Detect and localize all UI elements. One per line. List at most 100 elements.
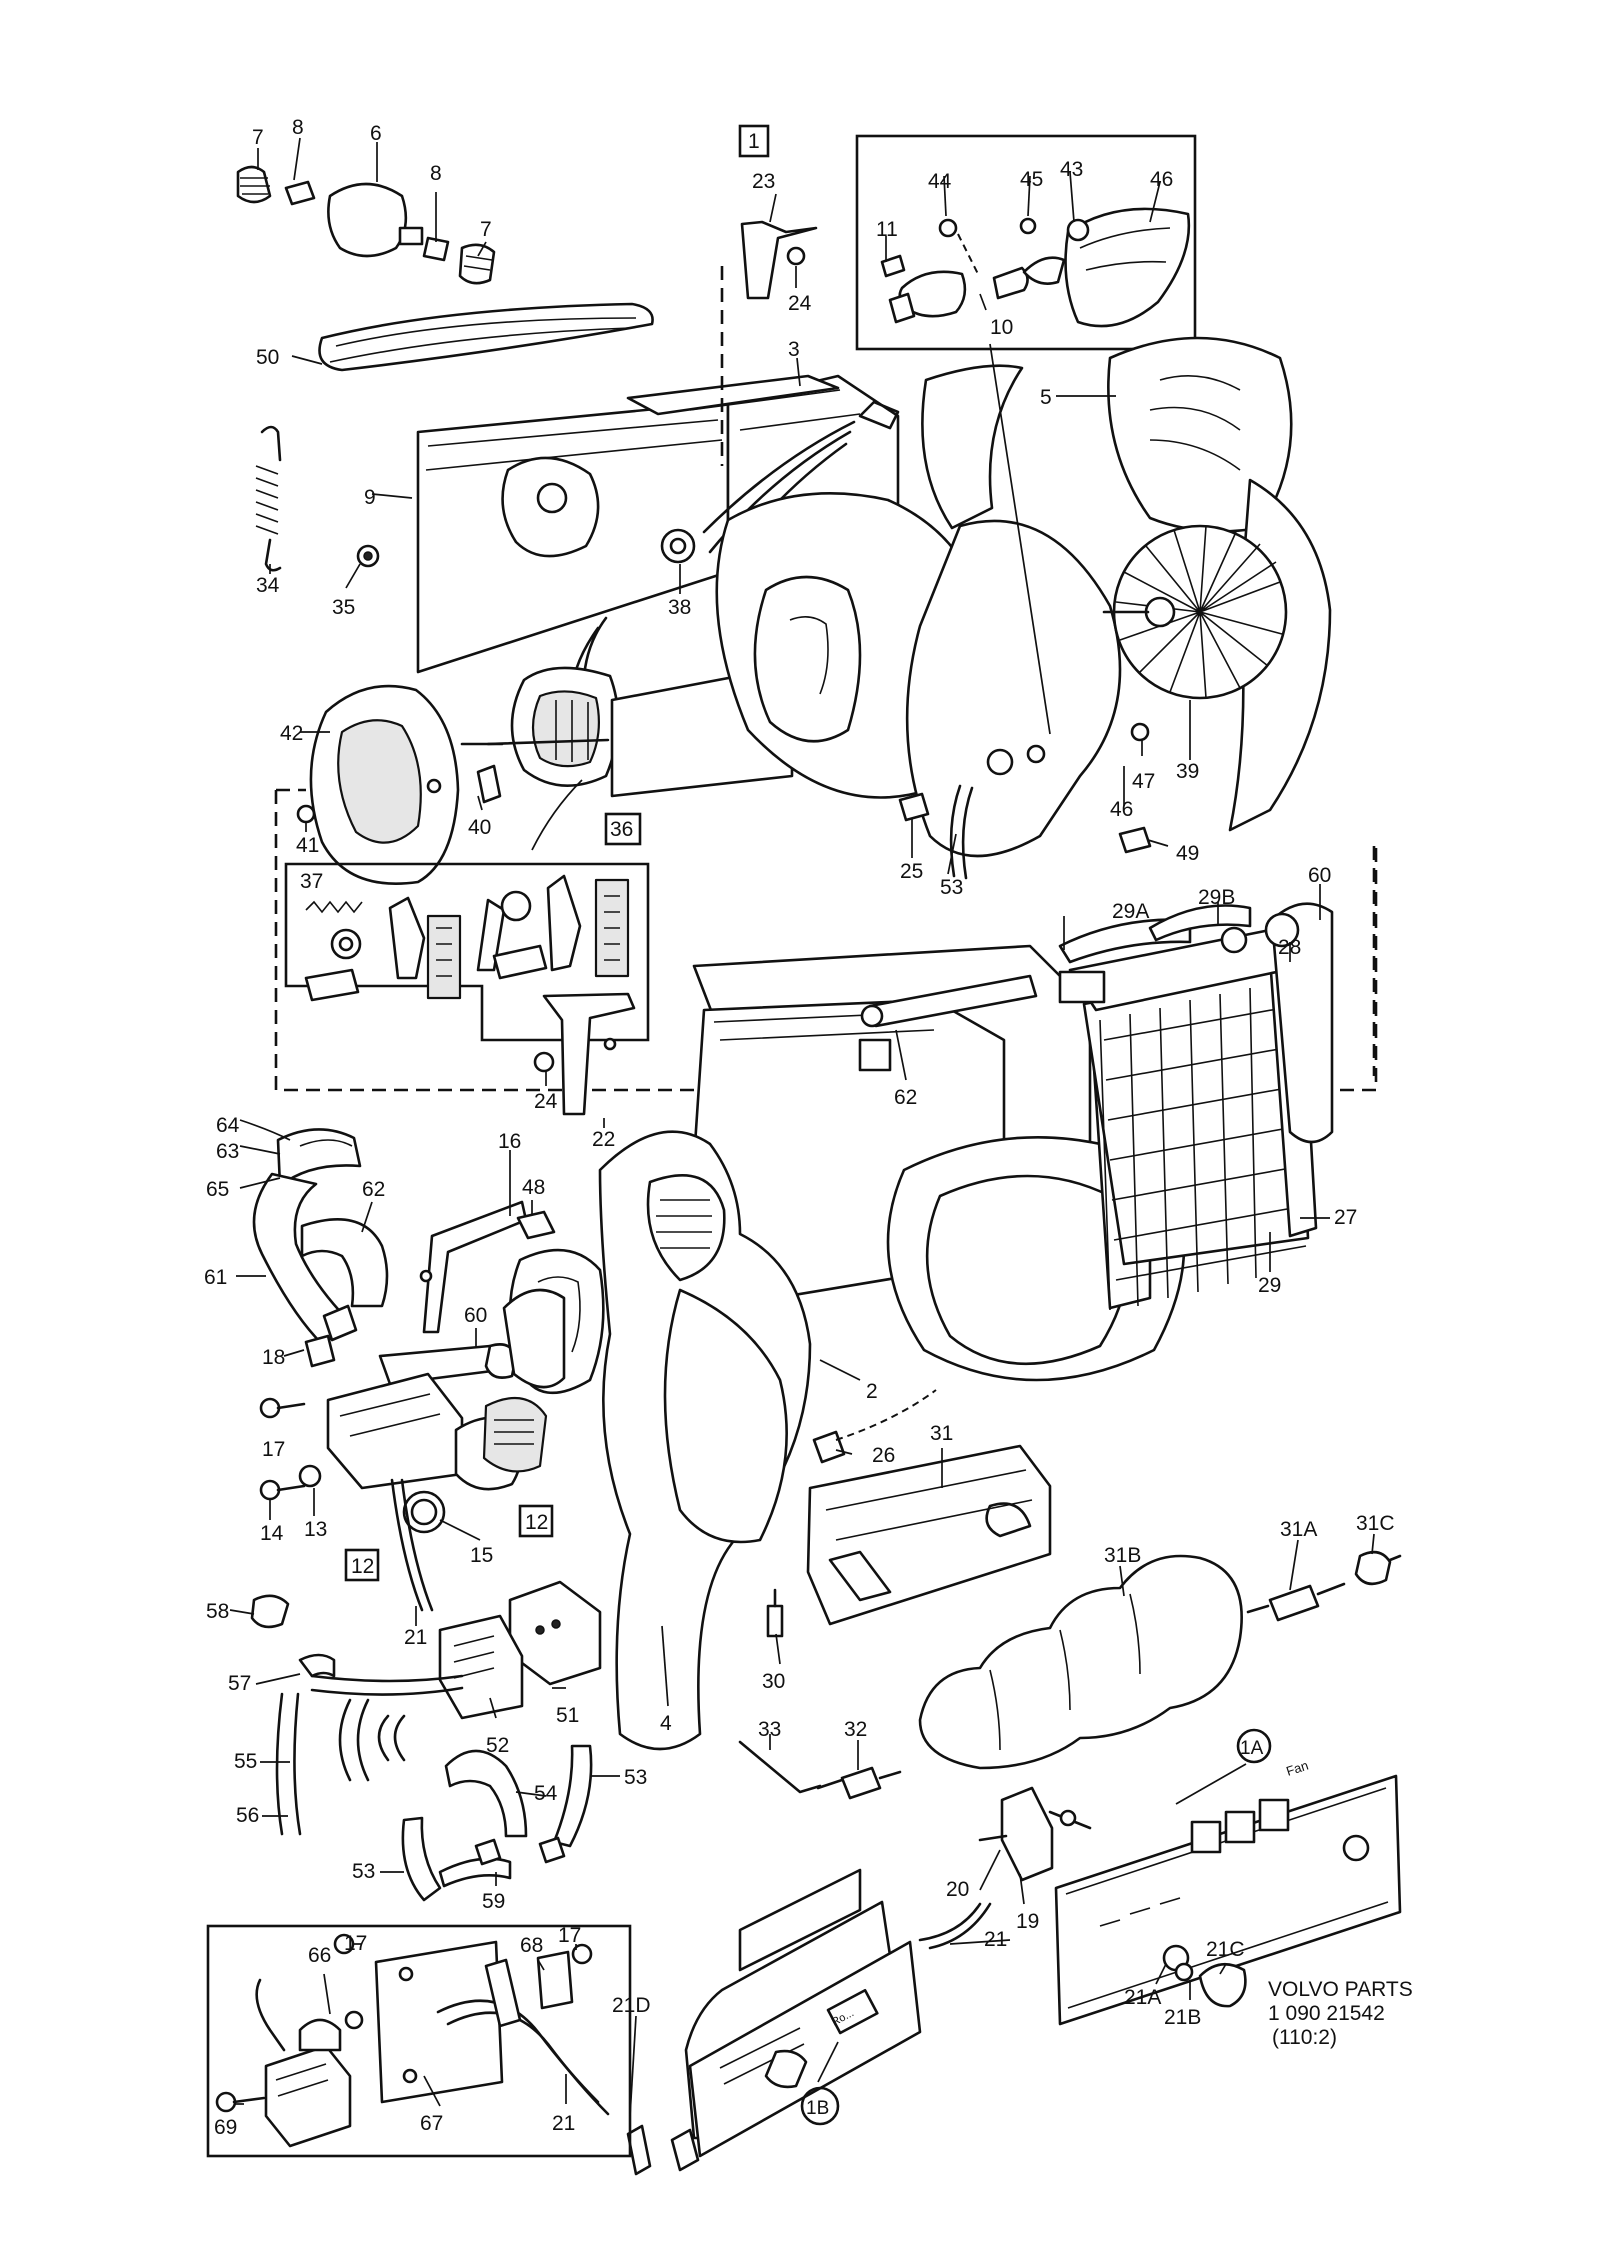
control-panel-part-1B: Ro... xyxy=(684,1868,922,2158)
valve-inset-box xyxy=(855,134,1197,351)
callout-8a: 8 xyxy=(292,116,304,139)
callout-14: 14 xyxy=(260,1522,284,1545)
callout-17b: 17 xyxy=(344,1932,367,1955)
callout-17a: 17 xyxy=(262,1438,285,1461)
callout-60a: 60 xyxy=(1308,864,1331,887)
callout-55: 55 xyxy=(234,1750,257,1773)
callout-10: 10 xyxy=(990,316,1013,339)
clip-part-58 xyxy=(250,1594,290,1629)
callout-23: 23 xyxy=(752,170,775,193)
callout-1B: 1B xyxy=(806,2098,829,2119)
hose-part-31B xyxy=(918,1554,1243,1770)
callout-7a: 7 xyxy=(252,126,264,149)
callout-65: 65 xyxy=(206,1178,229,1201)
callout-47: 47 xyxy=(1132,770,1155,793)
callout-1: 1 xyxy=(748,130,760,153)
pin-part-30 xyxy=(766,1588,784,1638)
callout-29B: 29B xyxy=(1198,886,1235,909)
grommet-part-38 xyxy=(660,528,696,564)
clip-part-40 xyxy=(460,742,504,804)
callout-68: 68 xyxy=(520,1934,543,1957)
connector-part-51 xyxy=(508,1580,602,1686)
control-panel-part-1A: Fan xyxy=(1054,1758,1402,2026)
callout-16: 16 xyxy=(498,1130,521,1153)
callout-21D: 21D xyxy=(612,1994,651,2017)
callout-5: 5 xyxy=(1040,386,1052,409)
callout-37: 37 xyxy=(300,870,323,893)
heater-box-part-2 xyxy=(692,944,1186,1382)
callout-49: 49 xyxy=(1176,842,1199,865)
knobs-21A-21B-21C xyxy=(1162,1944,1247,2008)
callout-21b: 21 xyxy=(984,1928,1007,1951)
callout-62b: 62 xyxy=(362,1178,385,1201)
callout-21B: 21B xyxy=(1164,2006,1201,2029)
callout-1A: 1A xyxy=(1240,1738,1264,1759)
cable-part-33 xyxy=(738,1740,822,1794)
callout-34: 34 xyxy=(256,574,280,597)
callout-52: 52 xyxy=(486,1734,509,1757)
spring-part-34 xyxy=(255,425,282,572)
callout-7b: 7 xyxy=(480,218,492,241)
callout-53a: 53 xyxy=(940,876,963,899)
callout-28: 28 xyxy=(1278,936,1301,959)
callout-45: 45 xyxy=(1020,168,1043,191)
callout-69: 69 xyxy=(214,2116,237,2139)
screw-part-47 xyxy=(1130,722,1150,742)
fan-housing-part-5 xyxy=(715,336,1332,858)
relay-inset-box xyxy=(206,1924,632,2158)
control-lever-part-20 xyxy=(978,1786,1092,1882)
callout-53c: 53 xyxy=(352,1860,375,1883)
callout-35: 35 xyxy=(332,596,355,619)
callout-39: 39 xyxy=(1176,760,1199,783)
callout-21A: 21A xyxy=(1124,1986,1161,2009)
callout-4: 4 xyxy=(660,1712,672,1735)
callout-31B: 31B xyxy=(1104,1544,1141,1567)
callout-22: 22 xyxy=(592,1128,615,1151)
callout-box-36 xyxy=(604,812,642,846)
clip-part-48 xyxy=(516,1210,556,1240)
callout-24a: 24 xyxy=(788,292,812,315)
panel-1a-label: Fan xyxy=(1284,1758,1310,1779)
callout-27: 27 xyxy=(1334,1206,1357,1229)
clip-part-21D xyxy=(626,2124,700,2176)
hose-part-31C xyxy=(1354,1550,1402,1586)
callout-17c: 17 xyxy=(558,1924,581,1947)
tube-part-62-top xyxy=(860,974,1038,1028)
callout-6: 6 xyxy=(370,122,382,145)
callout-12a: 12 xyxy=(351,1555,374,1578)
callout-57: 57 xyxy=(228,1672,251,1695)
callout-15: 15 xyxy=(470,1544,493,1567)
callout-26: 26 xyxy=(872,1444,895,1467)
hose-assembly-61 xyxy=(252,1128,389,1346)
leader-lines xyxy=(229,137,1375,2117)
hose-part-29B xyxy=(1148,904,1252,954)
callout-2: 2 xyxy=(866,1380,878,1403)
callout-29A: 29A xyxy=(1112,900,1149,923)
reference-line-1: VOLVO PARTS xyxy=(1268,1978,1413,2001)
callout-66: 66 xyxy=(308,1944,331,1967)
callout-labels: 7 8 6 8 7 1 23 24 3 50 9 34 35 38 5 44 4… xyxy=(204,116,1395,2139)
callout-9: 9 xyxy=(364,486,376,509)
screw-part-24b xyxy=(533,1051,555,1073)
callout-12b: 12 xyxy=(525,1511,548,1534)
reference-block: VOLVO PARTS 1 090 21542 (110:2) xyxy=(1268,1978,1413,2049)
gasket-part-50 xyxy=(318,302,654,372)
callout-67: 67 xyxy=(420,2112,443,2135)
callout-31A: 31A xyxy=(1280,1518,1317,1541)
reference-line-2: 1 090 21542 xyxy=(1268,2002,1385,2025)
callout-24b: 24 xyxy=(534,1090,558,1113)
callout-33: 33 xyxy=(758,1718,781,1741)
motor-cover-part-42 xyxy=(309,684,460,885)
circle-1B xyxy=(800,2086,840,2126)
washer-part-13 xyxy=(298,1464,322,1488)
callout-32: 32 xyxy=(844,1718,867,1741)
callout-48: 48 xyxy=(522,1176,545,1199)
hose-part-60-top xyxy=(1264,902,1334,1144)
callout-31C: 31C xyxy=(1356,1512,1395,1535)
brush-inset-37 xyxy=(284,862,650,1042)
bracket-part-23 xyxy=(740,220,818,300)
valve-body-part-12 xyxy=(326,1372,548,1491)
callout-56: 56 xyxy=(236,1804,259,1827)
clip-part-18 xyxy=(304,1334,336,1368)
